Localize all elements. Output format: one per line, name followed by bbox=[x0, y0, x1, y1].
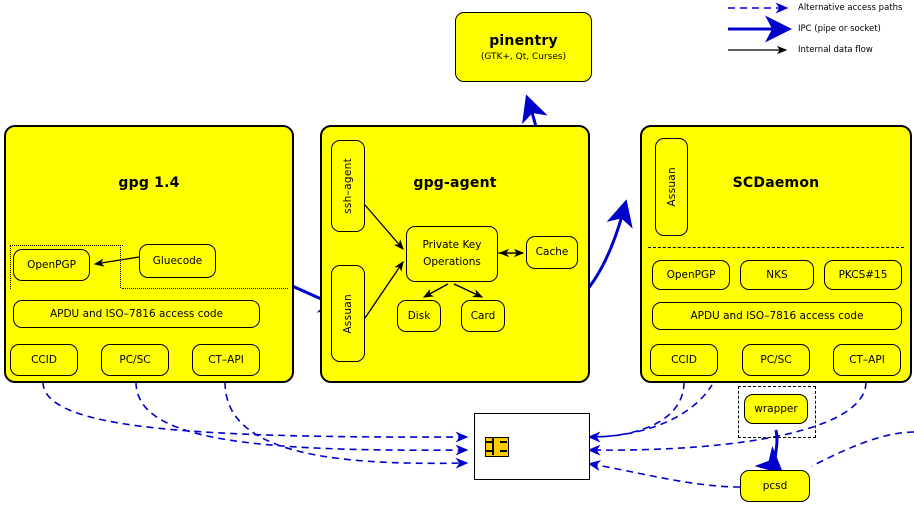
scdaemon-apdu-label: APDU and ISO–7816 access code bbox=[690, 309, 864, 322]
flow-pkops-to-card bbox=[453, 283, 484, 298]
alt-path-scdaemon bbox=[587, 381, 914, 488]
gpg-driver-ccid[interactable]: CCID bbox=[10, 344, 78, 376]
pinentry-node[interactable]: pinentry (GTK+, Qt, Curses) bbox=[455, 12, 592, 82]
gpg-openpgp-node[interactable]: OpenPGP bbox=[13, 249, 90, 281]
agent-cache-node[interactable]: Cache bbox=[526, 236, 578, 269]
agent-card-node[interactable]: Card bbox=[461, 300, 505, 332]
scdaemon-app-pkcs15[interactable]: PKCS#15 bbox=[824, 260, 902, 290]
gpg-apdu-node[interactable]: APDU and ISO–7816 access code bbox=[13, 300, 260, 328]
scdaemon-driver-pcsc[interactable]: PC/SC bbox=[742, 344, 810, 376]
gpg-openpgp-label: OpenPGP bbox=[27, 258, 76, 271]
agent-card-label: Card bbox=[470, 309, 496, 322]
legend-item-alt-path: Alternative access paths bbox=[798, 3, 903, 13]
gpg-gluecode-node[interactable]: Gluecode bbox=[139, 244, 216, 278]
gpg-gluecode-label: Gluecode bbox=[152, 254, 203, 267]
gpg-driver-ccid-label: CCID bbox=[31, 353, 57, 366]
scdaemon-title: SCDaemon bbox=[732, 175, 820, 191]
scdaemon-driver-ccid[interactable]: CCID bbox=[650, 344, 718, 376]
flow-gluecode-to-openpgp bbox=[93, 256, 140, 267]
chip-line-h3 bbox=[500, 441, 507, 443]
agent-cache-label: Cache bbox=[535, 246, 569, 259]
agent-ssh-agent-node[interactable]: ssh–agent bbox=[331, 140, 365, 232]
scdaemon-driver-ccid-label: CCID bbox=[671, 353, 697, 366]
scdaemon-driver-ctapi-label: CT–API bbox=[849, 353, 885, 366]
pinentry-title: pinentry bbox=[489, 32, 558, 49]
scdaemon-app-openpgp[interactable]: OpenPGP bbox=[652, 260, 730, 290]
chip-line-h1 bbox=[485, 441, 492, 443]
agent-private-key-line2: Operations bbox=[423, 256, 481, 268]
agent-private-key-ops-node[interactable]: Private Key Operations bbox=[406, 226, 498, 282]
legend-item-internal-flow: Internal data flow bbox=[798, 45, 873, 55]
agent-assuan-node[interactable]: Assuan bbox=[331, 265, 365, 362]
gpg-driver-pcsc[interactable]: PC/SC bbox=[101, 344, 169, 376]
scdaemon-assuan-node[interactable]: Assuan bbox=[655, 138, 688, 236]
alt-path-card-up bbox=[589, 384, 713, 438]
agent-disk-label: Disk bbox=[407, 309, 431, 322]
gpg-driver-ctapi-label: CT–API bbox=[208, 353, 244, 366]
flow-ssh-to-pkops bbox=[364, 204, 404, 250]
flow-assuan-to-pkops bbox=[364, 260, 404, 319]
scdaemon-app-pkcs15-label: PKCS#15 bbox=[838, 268, 888, 281]
agent-disk-node[interactable]: Disk bbox=[397, 300, 441, 332]
scdaemon-apdu-node[interactable]: APDU and ISO–7816 access code bbox=[652, 302, 902, 330]
wrapper-dashed-region bbox=[738, 386, 816, 438]
gpg-driver-pcsc-label: PC/SC bbox=[119, 353, 151, 366]
agent-private-key-line1: Private Key bbox=[422, 239, 482, 252]
chip-line-v bbox=[492, 437, 494, 455]
flow-pkops-to-disk bbox=[422, 283, 449, 298]
wrapper-node[interactable]: wrapper bbox=[744, 394, 808, 424]
pinentry-subtitle: (GTK+, Qt, Curses) bbox=[480, 51, 567, 62]
scdaemon-app-openpgp-label: OpenPGP bbox=[666, 268, 716, 281]
scdaemon-driver-ctapi[interactable]: CT–API bbox=[833, 344, 901, 376]
chip-line-h4 bbox=[500, 450, 507, 452]
gpg-driver-ctapi[interactable]: CT–API bbox=[192, 344, 260, 376]
pcsd-label: pcsd bbox=[762, 479, 788, 492]
gpg-agent-title: gpg-agent bbox=[413, 175, 497, 191]
ipc-wrapper-to-pcsd bbox=[754, 429, 784, 474]
legend-item-ipc: IPC (pipe or socket) bbox=[798, 24, 881, 34]
chip-line-h2 bbox=[485, 450, 492, 452]
scdaemon-app-nks[interactable]: NKS bbox=[740, 260, 814, 290]
scdaemon-driver-pcsc-label: PC/SC bbox=[760, 353, 792, 366]
wrapper-label: wrapper bbox=[754, 402, 798, 415]
gpg-apdu-label: APDU and ISO–7816 access code bbox=[49, 307, 224, 320]
alt-path-gpg-to-card bbox=[42, 381, 469, 469]
gpg-title: gpg 1.4 bbox=[118, 175, 180, 191]
scdaemon-app-nks-label: NKS bbox=[766, 268, 788, 281]
